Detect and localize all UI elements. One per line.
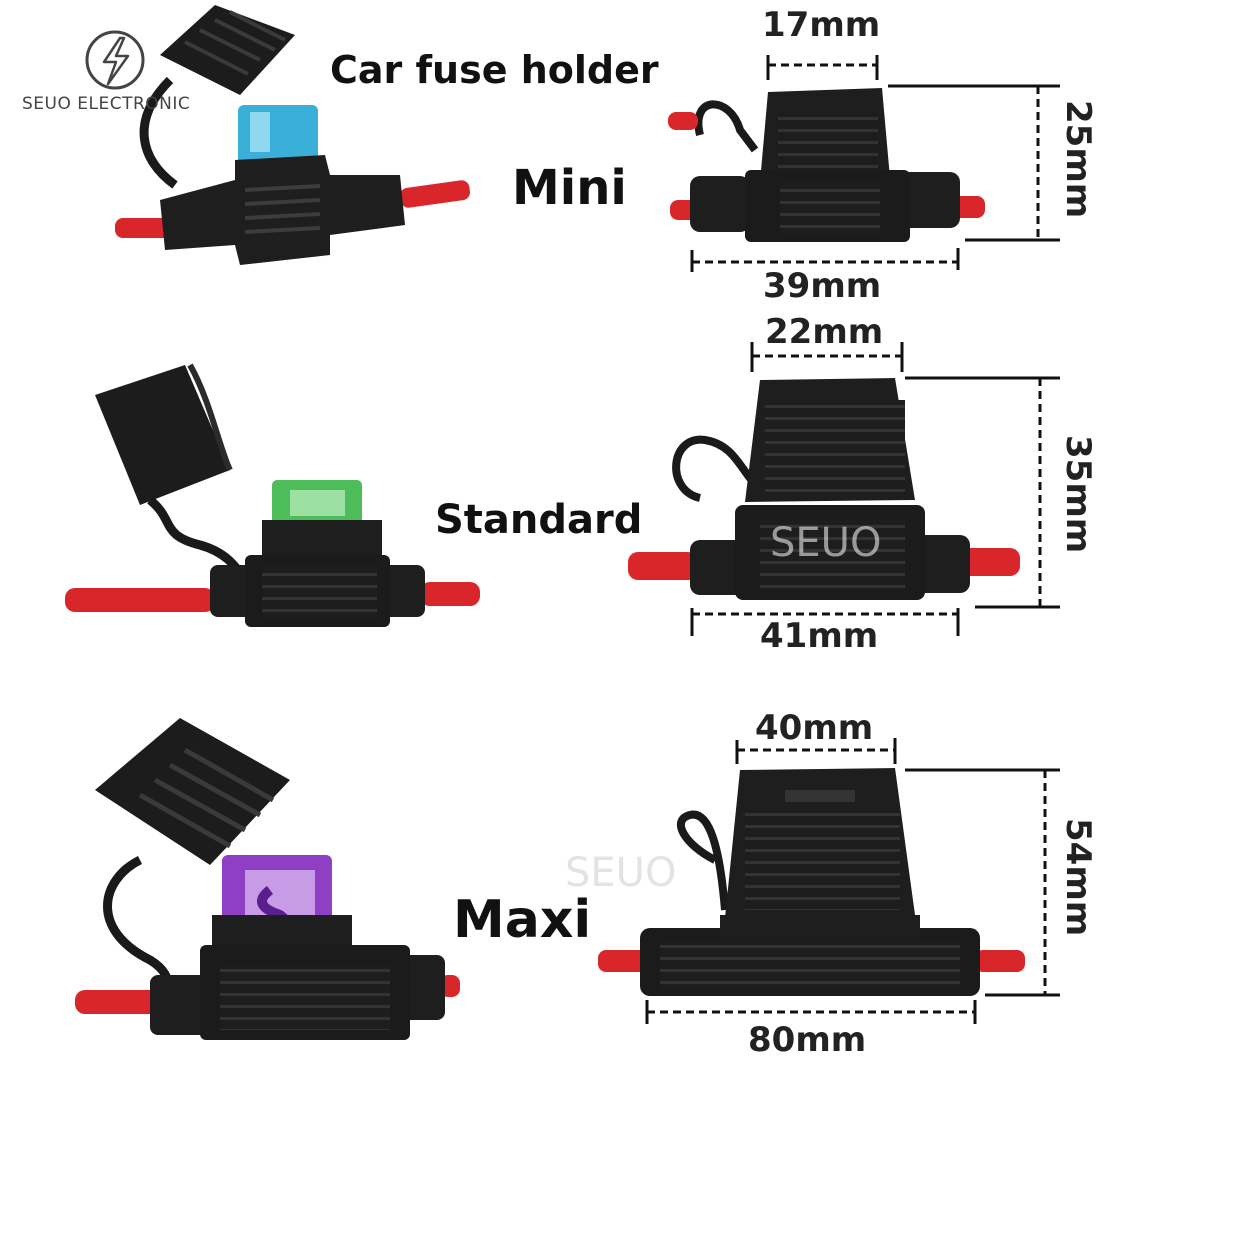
mini-width-dimension: 17mm xyxy=(762,5,881,45)
maxi-holder-dimension-photo xyxy=(598,768,1025,996)
maxi-length-dimension: 80mm xyxy=(748,1020,867,1060)
page-title: Car fuse holder xyxy=(330,48,659,92)
type-label-maxi: Maxi xyxy=(453,890,592,950)
type-label-mini: Mini xyxy=(512,160,627,216)
type-label-standard: Standard xyxy=(435,497,643,543)
watermark: SEUO xyxy=(565,850,677,896)
mini-holder-dimension-photo xyxy=(668,88,985,242)
brand-name: SEUO ELECTRONIC xyxy=(22,94,191,114)
mini-holder-photo xyxy=(115,5,471,265)
watermark: SEUO xyxy=(770,520,882,566)
standard-width-dimension: 22mm xyxy=(765,312,884,352)
standard-holder-dimension-photo xyxy=(628,378,1020,600)
lightning-bolt-icon xyxy=(85,30,145,90)
standard-length-dimension: 41mm xyxy=(760,616,879,656)
standard-height-dimension: 35mm xyxy=(1058,435,1098,554)
standard-holder-photo xyxy=(65,363,480,627)
dimension-lines xyxy=(645,55,1060,1024)
mini-height-dimension: 25mm xyxy=(1058,100,1098,219)
maxi-holder-photo xyxy=(75,718,460,1040)
maxi-width-dimension: 40mm xyxy=(755,708,874,748)
mini-length-dimension: 39mm xyxy=(763,266,882,306)
maxi-height-dimension: 54mm xyxy=(1058,818,1098,937)
